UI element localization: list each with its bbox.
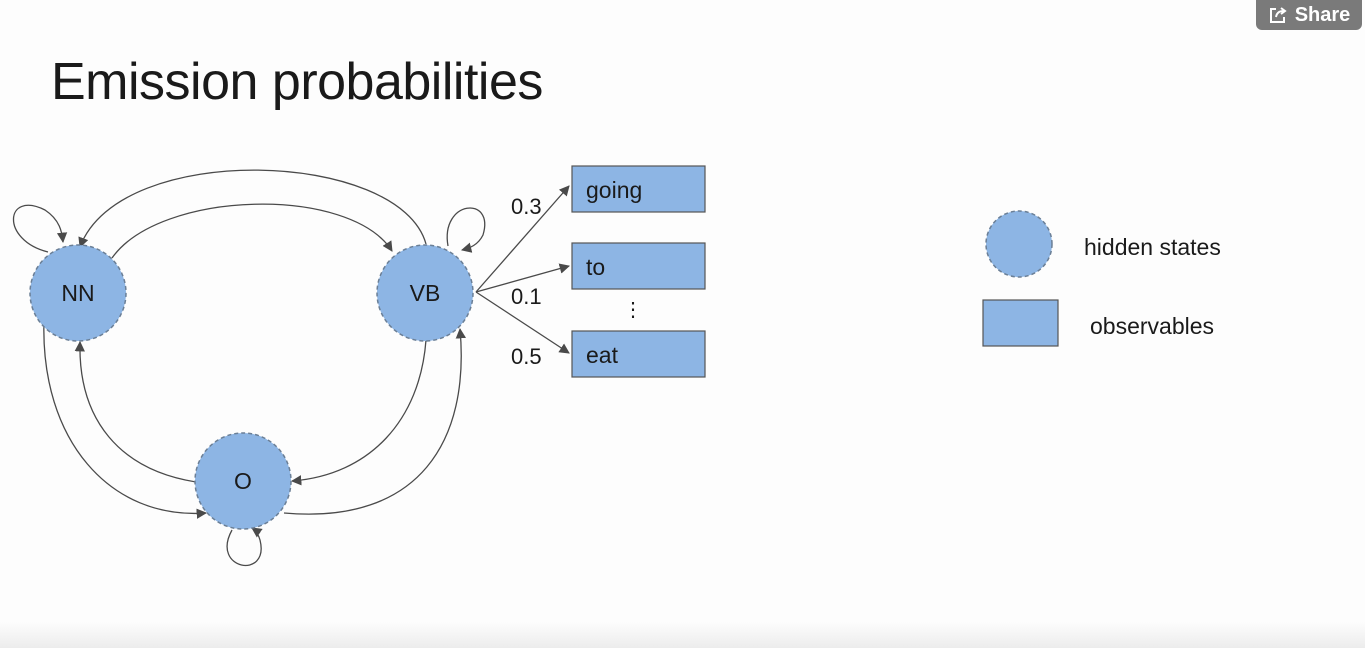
arrow-vb-to-nn: [78, 169, 427, 248]
share-button[interactable]: Share: [1256, 0, 1362, 30]
observable-box-to: to: [571, 242, 706, 290]
state-label-o: O: [234, 468, 252, 494]
arrow-nn-to-vb: [111, 203, 393, 259]
arrow-o-to-vb: [283, 327, 467, 515]
share-label: Share: [1294, 3, 1351, 26]
emission-arrows: [475, 185, 571, 354]
arrow-nn-self: [12, 204, 68, 253]
observable-label-going: going: [586, 177, 642, 203]
emission-arrow-eat: [475, 291, 570, 354]
legend-hidden-states-label: hidden states: [1084, 234, 1221, 260]
state-node-o: O: [194, 432, 292, 530]
legend: hidden states observables: [982, 210, 1221, 347]
observable-label-eat: eat: [586, 342, 619, 368]
legend-hidden-state-swatch: [985, 210, 1053, 278]
observable-label-to: to: [586, 254, 605, 280]
arrow-vb-to-o: [290, 339, 427, 486]
legend-observable-swatch: [982, 299, 1059, 347]
observable-box-eat: eat: [571, 330, 706, 378]
emission-arrow-going: [475, 185, 570, 293]
legend-observables-label: observables: [1090, 313, 1214, 339]
state-label-nn: NN: [61, 280, 94, 306]
state-node-vb: VB: [376, 244, 474, 342]
arrow-nn-to-o: [43, 319, 208, 519]
emission-arrow-to: [475, 263, 571, 293]
page-title: Emission probabilities: [51, 53, 543, 111]
emission-prob-going: 0.3: [511, 194, 542, 219]
emission-prob-eat: 0.5: [511, 344, 542, 369]
arrow-vb-self: [446, 207, 486, 253]
observable-ellipsis: ⋮: [623, 299, 643, 321]
emission-prob-to: 0.1: [511, 284, 542, 309]
state-label-vb: VB: [410, 280, 441, 306]
transition-arrows: [12, 169, 486, 567]
arrow-o-to-nn: [74, 340, 197, 483]
share-icon: [1269, 7, 1287, 23]
observable-box-going: going: [571, 165, 706, 213]
state-node-nn: NN: [29, 244, 127, 342]
bottom-shade: [0, 622, 1365, 648]
arrow-o-self: [226, 527, 263, 567]
